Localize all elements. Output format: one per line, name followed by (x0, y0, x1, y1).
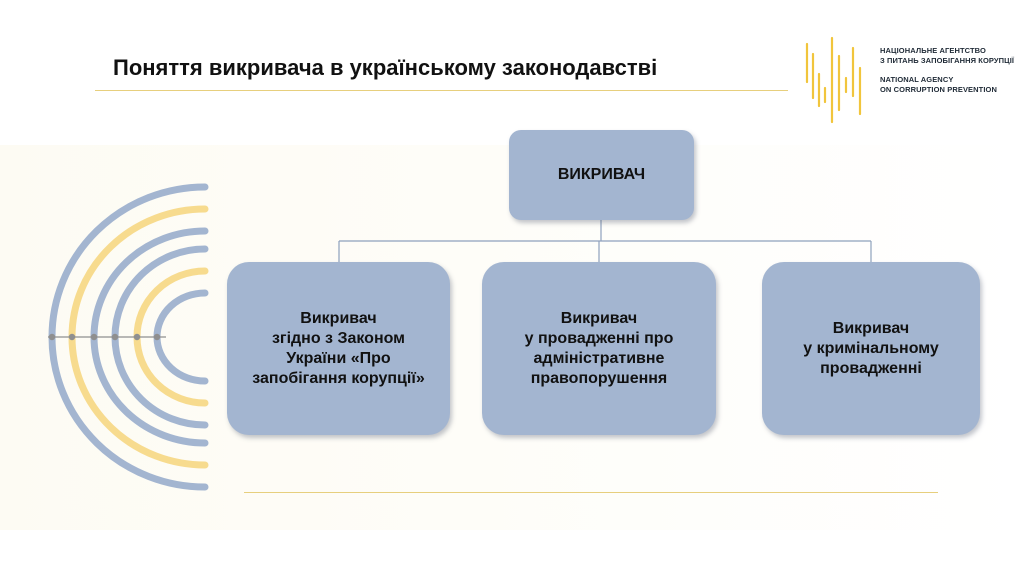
node-label-criminal: Викривач у кримінальному провадженні (803, 319, 939, 377)
logo-line-en-2: ON CORRUPTION PREVENTION (880, 84, 997, 94)
page-title: Поняття викривача в українському законод… (113, 55, 658, 80)
logo-line-en-1: NATIONAL AGENCY (880, 75, 954, 84)
nacp-logo-icon (805, 36, 862, 124)
diagram-root-node: ВИКРИВАЧ (509, 130, 694, 220)
logo-caption: НАЦІОНАЛЬНЕ АГЕНТСТВО З ПИТАНЬ ЗАПОБІГАН… (880, 46, 1014, 94)
root-node-label: ВИКРИВАЧ (557, 166, 646, 183)
diagram-node-anticorruption-law: Викривач згідно з Законом України «Про з… (227, 262, 450, 435)
logo-line-ua-2: З ПИТАНЬ ЗАПОБІГАННЯ КОРУПЦІЇ (880, 55, 1015, 65)
node-label-administrative: Викривач у провадженні про адміністратив… (524, 309, 674, 387)
title-underline (95, 90, 788, 91)
diagram-node-criminal: Викривач у кримінальному провадженні (762, 262, 980, 435)
diagram-node-administrative: Викривач у провадженні про адміністратив… (482, 262, 716, 435)
logo-line-ua-1: НАЦІОНАЛЬНЕ АГЕНТСТВО (880, 46, 986, 55)
decorative-arcs (48, 183, 209, 491)
node-label-anticorruption-law: Викривач згідно з Законом України «Про з… (252, 309, 425, 387)
bottom-divider (244, 492, 938, 493)
